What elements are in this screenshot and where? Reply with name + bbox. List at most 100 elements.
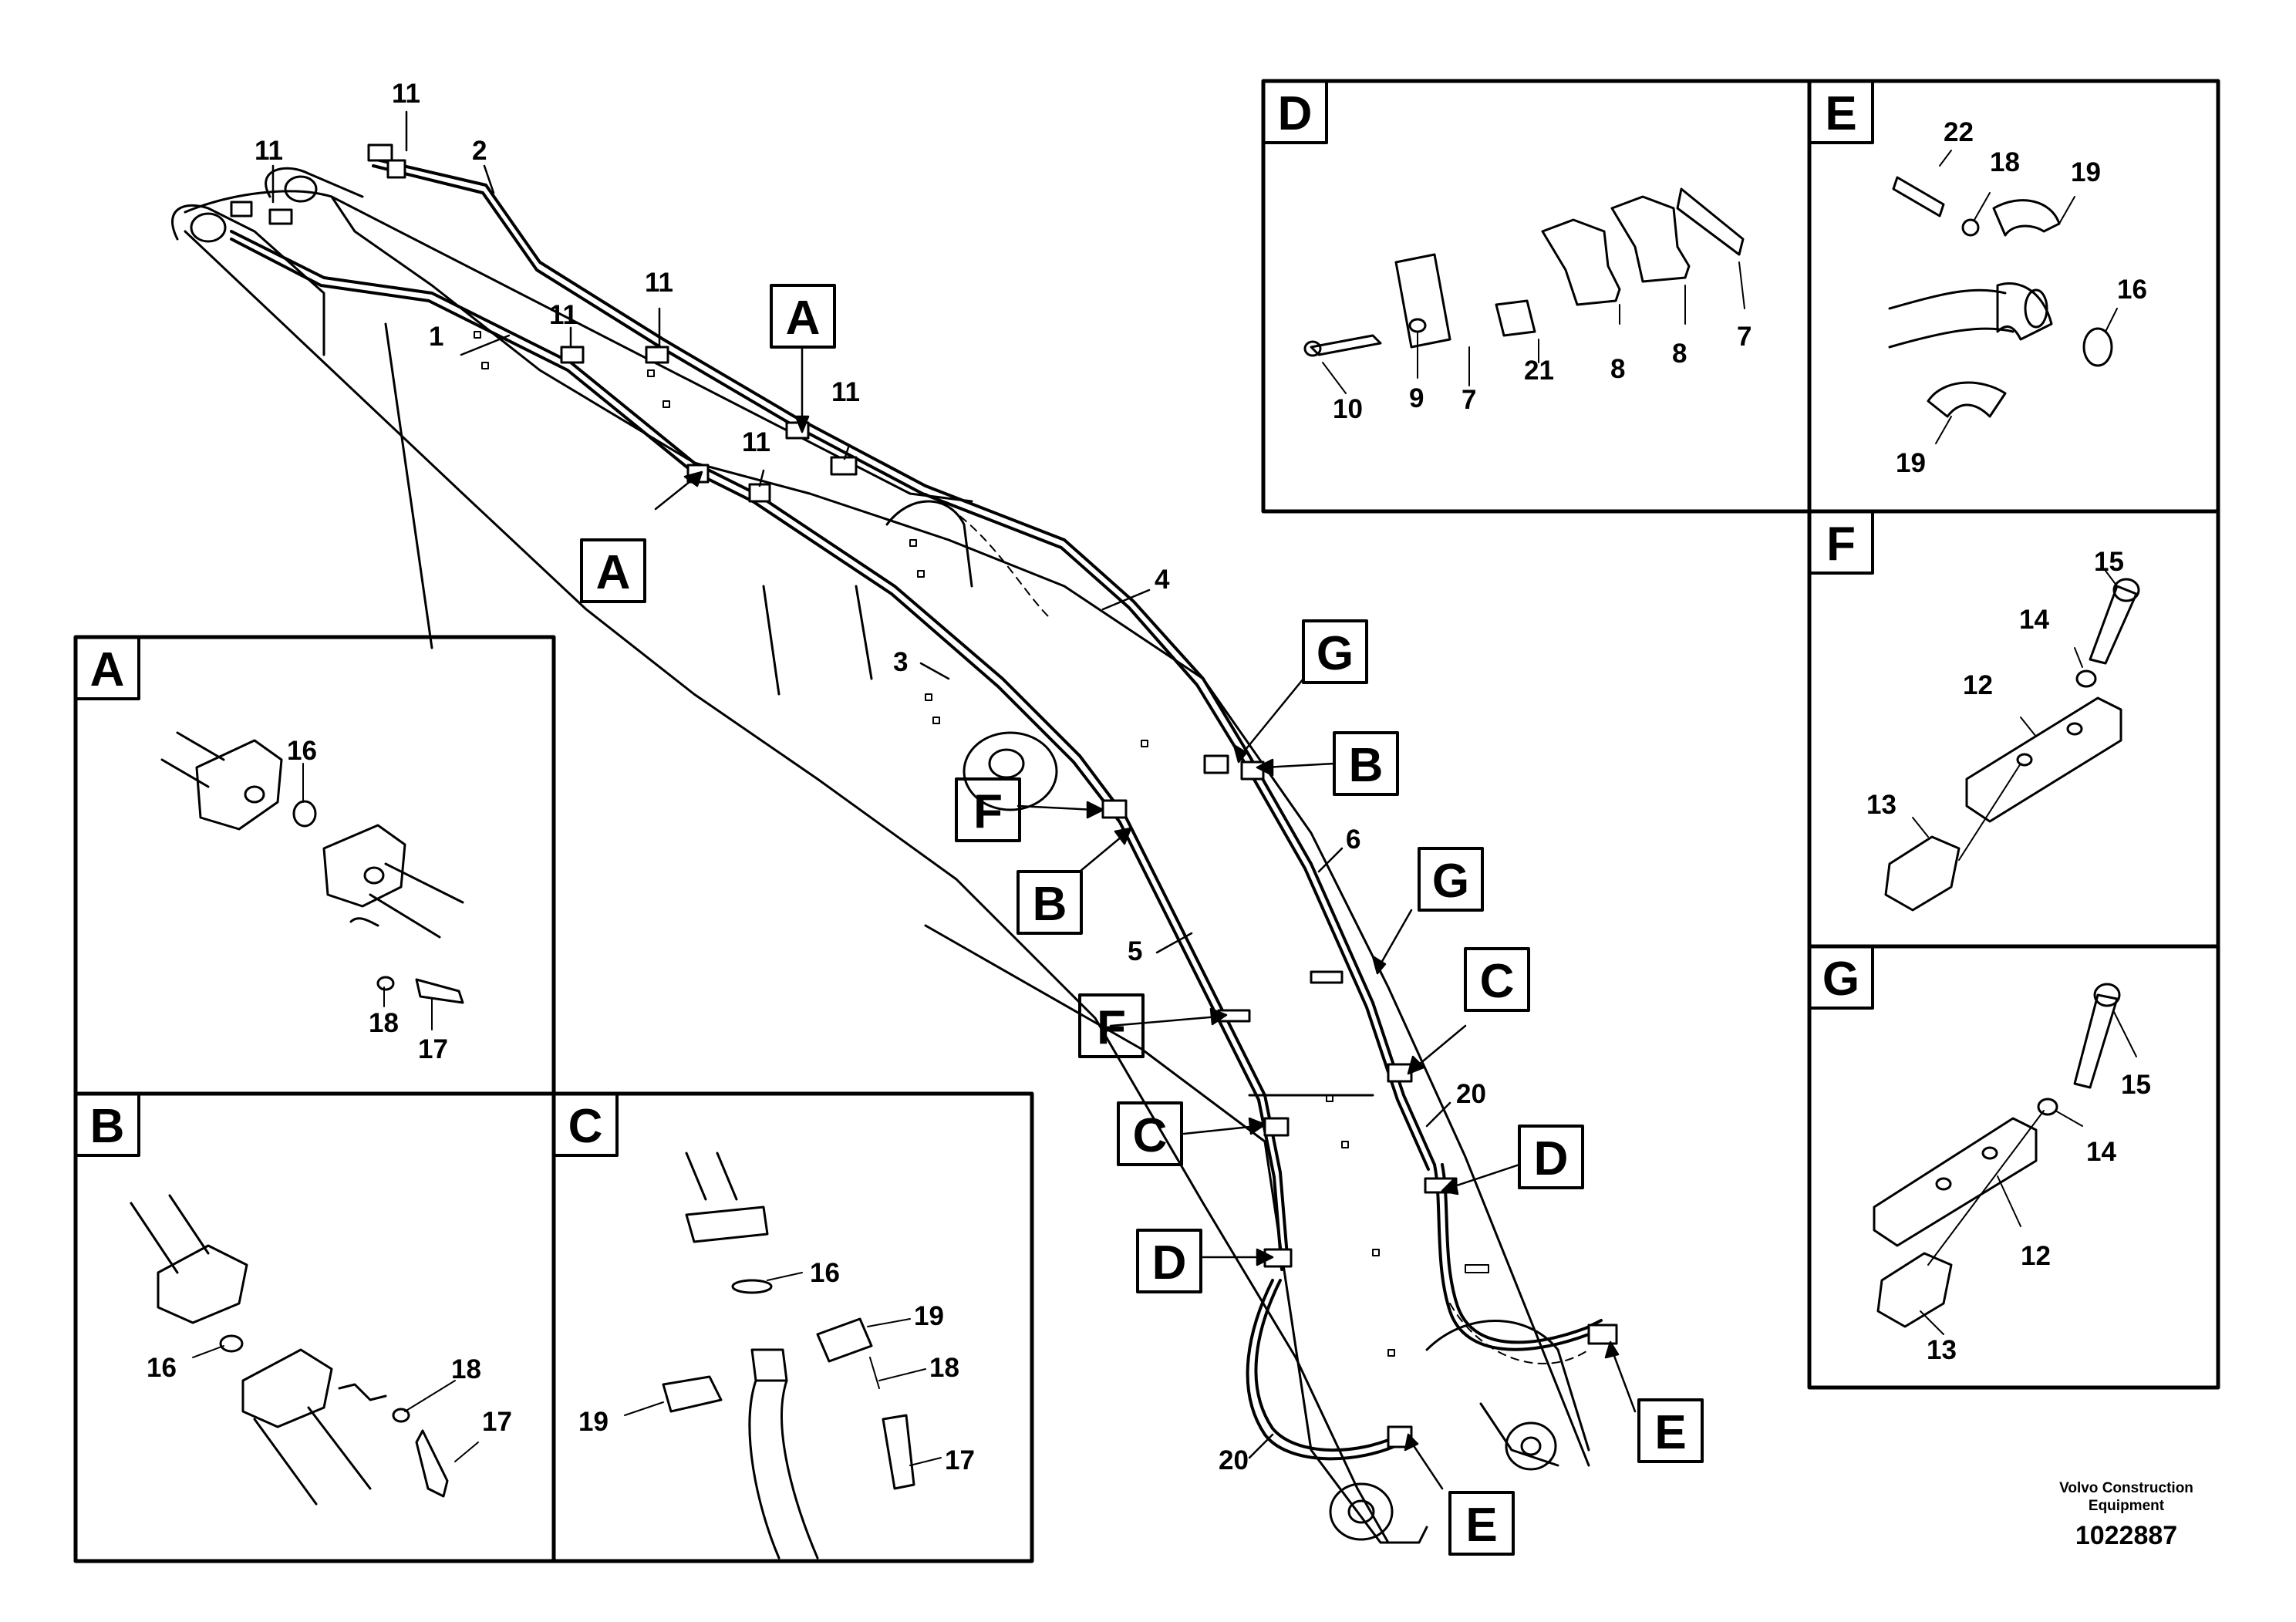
company-line-1: Volvo Construction (2059, 1480, 2193, 1496)
svg-text:C: C (1133, 1109, 1168, 1162)
panel-a: A 16 18 17 (73, 635, 556, 1096)
tag-e-2 (1448, 1491, 1515, 1556)
svg-text:13: 13 (1927, 1335, 1957, 1365)
callout-3: 3 (893, 647, 908, 677)
svg-text:18: 18 (1990, 147, 2020, 177)
svg-text:B: B (1349, 739, 1384, 792)
tag-d-2 (1518, 1125, 1584, 1189)
svg-text:16: 16 (2117, 275, 2147, 305)
svg-text:B: B (1033, 878, 1067, 931)
tag-a-top (770, 284, 836, 349)
svg-text:C: C (1480, 955, 1515, 1008)
svg-text:F: F (973, 785, 1003, 838)
svg-text:10: 10 (1333, 394, 1363, 424)
svg-text:12: 12 (1963, 670, 1993, 700)
svg-text:16: 16 (147, 1353, 177, 1383)
callout-1: 1 (429, 322, 443, 352)
tag-f-1 (955, 777, 1021, 842)
svg-text:19: 19 (578, 1407, 609, 1437)
panel-g: G 15 14 12 13 (1807, 944, 2220, 1390)
callout-6: 6 (1346, 824, 1360, 855)
svg-text:F: F (1097, 1001, 1126, 1054)
svg-text:18: 18 (929, 1353, 959, 1383)
svg-text:21: 21 (1524, 356, 1554, 386)
svg-text:8: 8 (1610, 354, 1625, 384)
callout-20-a: 20 (1456, 1079, 1486, 1109)
svg-text:9: 9 (1409, 383, 1424, 413)
panel-c: C 16 19 18 19 17 (551, 1091, 1034, 1563)
callout-11-c: 11 (645, 268, 673, 298)
tag-c-1 (1117, 1101, 1183, 1166)
svg-text:B: B (90, 1100, 125, 1153)
callout-11-b: 11 (255, 136, 283, 166)
svg-text:12: 12 (2021, 1241, 2051, 1271)
svg-text:E: E (1465, 1499, 1497, 1552)
panel-f: F 15 14 12 13 (1807, 509, 2220, 949)
svg-text:D: D (1152, 1236, 1187, 1290)
tag-b-1 (1017, 870, 1083, 935)
svg-text:A: A (596, 546, 631, 599)
panel-d: D 10 9 7 21 8 8 7 (1261, 79, 1812, 514)
svg-text:D: D (1278, 87, 1313, 140)
tag-a-left (580, 538, 646, 603)
svg-text:D: D (1534, 1132, 1569, 1185)
svg-text:G: G (1317, 627, 1354, 680)
footer: Volvo Construction Equipment 1022887 (2059, 1480, 2193, 1550)
svg-text:15: 15 (2121, 1070, 2151, 1100)
svg-text:14: 14 (2019, 605, 2049, 635)
svg-text:17: 17 (482, 1407, 512, 1437)
tag-g-1 (1302, 619, 1368, 684)
main-callouts: 11 11 2 1 11 11 11 11 3 4 6 5 20 20 (255, 79, 1486, 1475)
callout-2: 2 (472, 136, 487, 166)
panel-e: E 22 18 19 16 19 (1807, 79, 2220, 514)
tag-e-1 (1637, 1398, 1704, 1463)
svg-text:C: C (568, 1100, 603, 1153)
callout-4: 4 (1155, 565, 1170, 595)
svg-text:F: F (1826, 518, 1856, 571)
svg-text:22: 22 (1944, 117, 1974, 147)
tag-g-2 (1418, 847, 1484, 912)
line-clamps (230, 143, 1618, 1448)
leader-lines (271, 110, 1451, 1459)
svg-text:17: 17 (945, 1445, 975, 1475)
callout-11-f: 11 (742, 427, 770, 457)
callout-5: 5 (1128, 936, 1142, 966)
hydraulic-lines (230, 157, 1606, 1461)
svg-text:14: 14 (2086, 1137, 2116, 1167)
boom-body (171, 167, 1590, 1544)
svg-text:19: 19 (914, 1301, 944, 1331)
tag-b-2 (1333, 731, 1399, 796)
svg-text:19: 19 (1896, 448, 1926, 478)
callout-20-b: 20 (1219, 1445, 1249, 1475)
svg-text:8: 8 (1672, 339, 1687, 369)
svg-text:19: 19 (2071, 157, 2101, 187)
svg-text:G: G (1432, 855, 1469, 908)
callout-11-e: 11 (831, 377, 860, 407)
main-tags (580, 284, 1704, 1556)
panel-b: B 16 18 17 (73, 1091, 556, 1563)
svg-text:15: 15 (2094, 547, 2124, 577)
callout-11-a: 11 (392, 79, 420, 109)
main-tag-letters: A A F B B G F G C C D D E E (596, 292, 1687, 1552)
tag-arrows (654, 346, 1637, 1490)
svg-text:E: E (1654, 1406, 1686, 1459)
svg-text:7: 7 (1462, 385, 1476, 415)
svg-text:G: G (1822, 953, 1859, 1006)
svg-text:17: 17 (418, 1034, 448, 1064)
tag-f-2 (1078, 993, 1145, 1058)
svg-text:7: 7 (1737, 322, 1752, 352)
svg-text:A: A (90, 643, 125, 696)
tag-d-1 (1136, 1229, 1202, 1293)
svg-text:E: E (1825, 87, 1856, 140)
svg-text:13: 13 (1866, 790, 1896, 820)
svg-text:18: 18 (369, 1008, 399, 1038)
svg-text:16: 16 (287, 736, 317, 766)
tag-c-2 (1464, 947, 1530, 1012)
svg-text:18: 18 (451, 1354, 481, 1384)
svg-text:16: 16 (810, 1258, 840, 1288)
drawing-number: 1022887 (2075, 1521, 2177, 1550)
callout-11-d: 11 (549, 300, 578, 330)
company-line-2: Equipment (2089, 1498, 2165, 1514)
svg-text:A: A (786, 292, 821, 345)
